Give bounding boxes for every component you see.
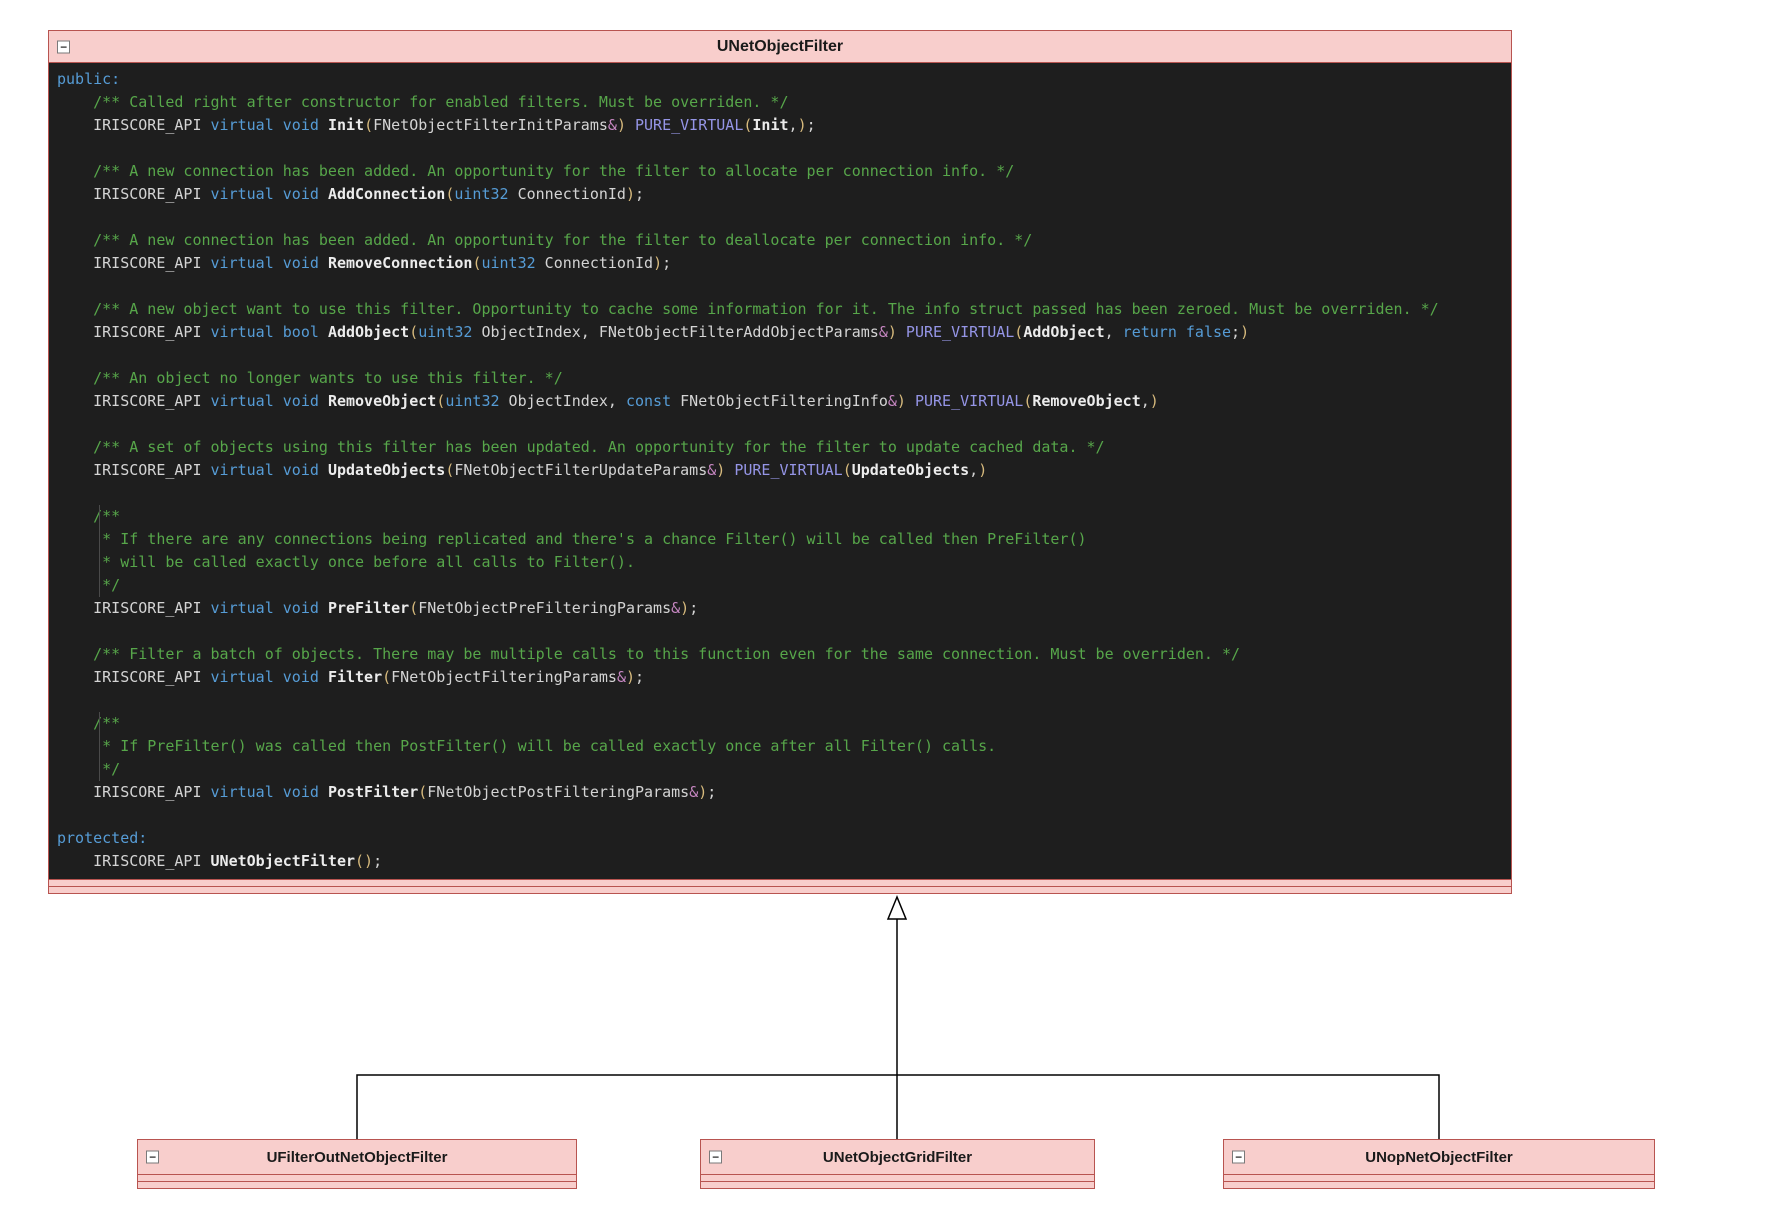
code-line: protected: (57, 829, 148, 847)
class-box-ufilteroutnetobjectfilter: − UFilterOutNetObjectFilter (137, 1139, 577, 1189)
class-box-unopnetobjectfilter: − UNopNetObjectFilter (1223, 1139, 1655, 1189)
collapse-icon[interactable]: − (709, 1150, 722, 1164)
code-line: IRISCORE_API virtual void UpdateObjects(… (57, 461, 988, 479)
code-line: /** A set of objects using this filter h… (93, 438, 1105, 456)
class-box-unetobjectfilter: − UNetObjectFilter public: /** Called ri… (48, 30, 1512, 894)
code-line: /** Called right after constructor for e… (93, 93, 789, 111)
code-line: /** An object no longer wants to use thi… (93, 369, 563, 387)
code-line: /** (57, 505, 1503, 528)
attributes-compartment (701, 1174, 1094, 1181)
code-line: IRISCORE_API virtual void AddConnection(… (57, 185, 645, 203)
code-line (57, 689, 1503, 712)
operations-compartment (1224, 1181, 1654, 1188)
code-line (57, 206, 1503, 229)
class-box-unetobjectgridfilter: − UNetObjectGridFilter (700, 1139, 1095, 1189)
code-line: public: (57, 70, 121, 88)
indent-guide (99, 528, 100, 551)
code-line: /** A new object want to use this filter… (93, 300, 1439, 318)
code-line: */ (57, 574, 1503, 597)
attributes-compartment (49, 879, 1511, 886)
attributes-compartment (1224, 1174, 1654, 1181)
code-line: IRISCORE_API UNetObjectFilter(); (57, 852, 383, 870)
operations-compartment (49, 886, 1511, 893)
code-line: IRISCORE_API virtual void Filter(FNetObj… (57, 668, 645, 686)
code-line: IRISCORE_API virtual void PostFilter(FNe… (57, 783, 717, 801)
indent-guide (99, 758, 100, 781)
attributes-compartment (138, 1174, 576, 1181)
code-line (57, 344, 1503, 367)
code-line: IRISCORE_API virtual bool AddObject(uint… (57, 323, 1250, 341)
code-line: /** (57, 712, 1503, 735)
code-block: public: /** Called right after construct… (49, 63, 1511, 879)
code-line (57, 482, 1503, 505)
collapse-icon[interactable]: − (57, 40, 70, 53)
indent-guide (99, 505, 100, 528)
code-line: * If there are any connections being rep… (57, 528, 1503, 551)
code-line (57, 620, 1503, 643)
class-header: − UNetObjectFilter (49, 31, 1511, 63)
code-line (57, 137, 1503, 160)
code-line: /** A new connection has been added. An … (93, 231, 1033, 249)
class-title: UNetObjectFilter (716, 37, 844, 55)
class-header: − UNopNetObjectFilter (1224, 1140, 1654, 1174)
code-line: IRISCORE_API virtual void PreFilter(FNet… (57, 599, 699, 617)
operations-compartment (701, 1181, 1094, 1188)
collapse-icon[interactable]: − (146, 1150, 159, 1164)
code-line: IRISCORE_API virtual void Init(FNetObjec… (57, 116, 816, 134)
indent-guide (99, 712, 100, 735)
code-line: * will be called exactly once before all… (57, 551, 1503, 574)
code-line: IRISCORE_API virtual void RemoveObject(u… (57, 392, 1159, 410)
class-header: − UFilterOutNetObjectFilter (138, 1140, 576, 1174)
inheritance-arrow-head (886, 895, 908, 920)
indent-guide (99, 735, 100, 758)
collapse-icon[interactable]: − (1232, 1150, 1245, 1164)
code-line (57, 413, 1503, 436)
class-header: − UNetObjectGridFilter (701, 1140, 1094, 1174)
code-line: * If PreFilter() was called then PostFil… (57, 735, 1503, 758)
operations-compartment (138, 1181, 576, 1188)
code-line: */ (57, 758, 1503, 781)
code-line (57, 804, 1503, 827)
code-line: IRISCORE_API virtual void RemoveConnecti… (57, 254, 672, 272)
connector-line-branches (356, 1074, 1440, 1139)
indent-guide (99, 551, 100, 574)
code-line: /** A new connection has been added. An … (93, 162, 1015, 180)
indent-guide (99, 574, 100, 597)
class-title: UFilterOutNetObjectFilter (266, 1148, 448, 1166)
class-title: UNetObjectGridFilter (822, 1148, 973, 1166)
class-title: UNopNetObjectFilter (1365, 1148, 1513, 1166)
code-line: /** Filter a batch of objects. There may… (93, 645, 1241, 663)
code-line (57, 275, 1503, 298)
